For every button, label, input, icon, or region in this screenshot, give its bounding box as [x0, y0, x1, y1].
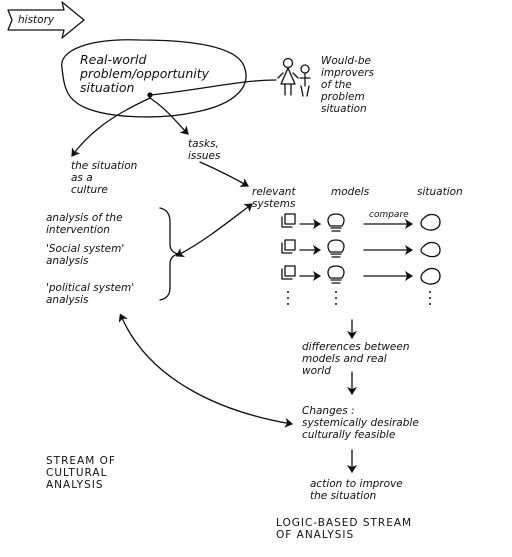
- lightbulb-icon: [327, 239, 345, 258]
- changes-culture-loop: [118, 313, 293, 428]
- lightbulb-icon: [327, 265, 345, 284]
- arrow-to-tasks: [149, 97, 189, 135]
- situation-heading: situation: [417, 186, 463, 198]
- improvers-link: [149, 79, 277, 96]
- arrow-to-relevant-systems: [199, 161, 249, 187]
- arrow-to-culture: [71, 97, 151, 157]
- differences-label: differences between models and real worl…: [302, 341, 410, 377]
- political-system-label: 'political system' analysis: [46, 282, 135, 306]
- continuation-dots: [287, 291, 431, 305]
- compare-label: compare: [369, 210, 409, 220]
- models-heading: models: [331, 186, 370, 198]
- person-icon: [277, 57, 299, 96]
- stream-logic-label: LOGIC-BASED STREAM OF ANALYSIS: [276, 517, 413, 541]
- tasks-issues-label: tasks, issues: [188, 138, 221, 162]
- action-label: action to improve the situation: [310, 478, 403, 502]
- situation-blob-icon: [420, 241, 441, 258]
- analysis-intervention-label: analysis of the intervention: [46, 212, 123, 236]
- analysis-brace: [159, 207, 179, 301]
- situation-culture-label: the situation as a culture: [71, 160, 138, 196]
- problem-situation-label: Real-world problem/opportunity situation: [80, 52, 210, 95]
- history-label: history: [18, 14, 55, 26]
- improvers-label: Would-be improvers of the problem situat…: [321, 55, 375, 115]
- person-icon: [299, 64, 311, 97]
- system-stack-icon: [281, 265, 296, 280]
- situation-blob-icon: [420, 267, 441, 285]
- history-arrow: [7, 1, 85, 39]
- stream-cultural-label: STREAM OF CULTURAL ANALYSIS: [46, 455, 116, 491]
- changes-label: Changes : systemically desirable cultura…: [302, 405, 419, 441]
- brace-systems-link: [175, 203, 253, 257]
- system-stack-icon: [281, 213, 296, 228]
- lightbulb-icon: [327, 213, 345, 232]
- system-stack-icon: [281, 239, 296, 254]
- relevant-systems-label: relevant systems: [252, 186, 296, 210]
- problem-situation-cloud: [61, 39, 247, 118]
- situation-blob-icon: [420, 213, 441, 231]
- social-system-label: 'Social system' analysis: [46, 243, 125, 267]
